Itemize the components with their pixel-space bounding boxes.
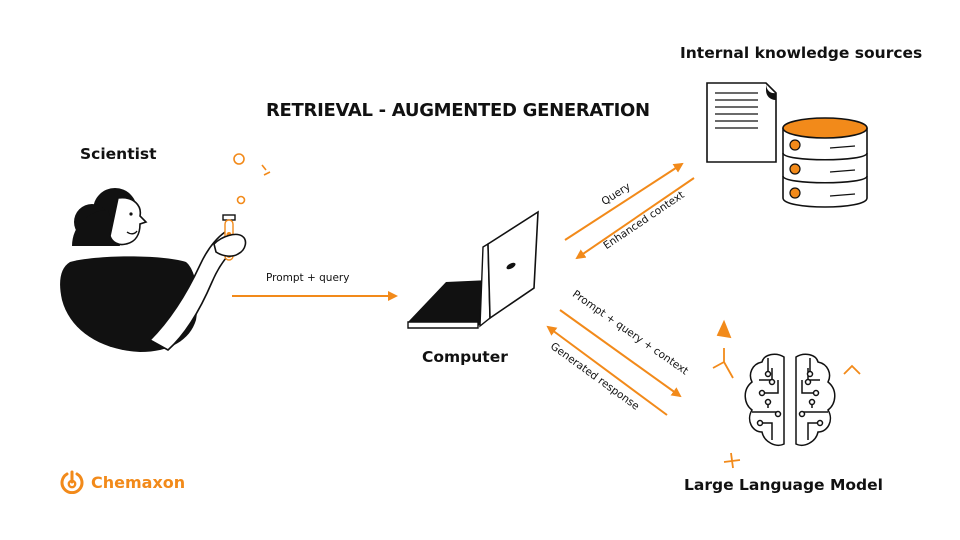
knowledge-sources-label: Internal knowledge sources <box>680 44 923 62</box>
arrow-prompt-query-context <box>559 309 682 398</box>
llm-label: Large Language Model <box>684 476 883 494</box>
computer-label: Computer <box>422 348 508 366</box>
arrow-query <box>564 162 684 241</box>
arrow-enhanced-context <box>575 177 695 260</box>
sparkle-decoration-icon <box>712 319 861 469</box>
edge-label-prompt-query: Prompt + query <box>266 272 350 284</box>
brain-circuit-icon <box>744 353 836 446</box>
arrow-generated-response <box>546 325 668 416</box>
chemaxon-logo-icon <box>60 470 84 494</box>
scientist-icon <box>60 153 271 352</box>
brand-name: Chemaxon <box>91 472 186 492</box>
document-icon <box>706 82 777 163</box>
database-icon <box>782 117 868 208</box>
brand-logo: Chemaxon <box>60 470 185 494</box>
diagram-title: RETRIEVAL - AUGMENTED GENERATION <box>266 100 650 121</box>
edge-arrows <box>232 162 695 416</box>
laptop-icon <box>407 210 539 329</box>
scientist-label: Scientist <box>80 145 157 163</box>
